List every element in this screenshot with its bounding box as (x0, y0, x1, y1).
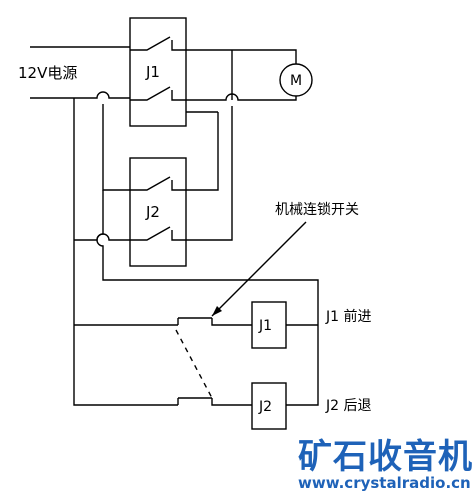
relay-j1-label: J1 (145, 63, 160, 81)
left-feeders (73, 98, 319, 406)
watermark-url: www.crystalradio.cn (298, 474, 471, 492)
forward-label: J1 前进 (325, 308, 372, 325)
watermark: 矿石收音机 www.crystalradio.cn (298, 437, 472, 492)
relay-j1 (129, 17, 187, 127)
coil-j1: J1 (251, 301, 318, 349)
watermark-name: 矿石收音机 (298, 437, 472, 477)
relay-j2-label: J2 (145, 203, 160, 221)
motor-wires (186, 49, 297, 241)
relay-j2 (129, 157, 187, 267)
coil-j1-label: J1 (258, 318, 272, 334)
motor-label: M (290, 73, 302, 89)
coil-j2-label: J2 (258, 399, 272, 415)
motor: M (279, 63, 313, 97)
interlock-label: 机械连锁开关 (275, 202, 359, 218)
interlock-switches (175, 317, 252, 406)
coil-j2: J2 (251, 382, 287, 430)
interlock-pointer (211, 221, 307, 317)
power-label: 12V电源 (18, 64, 77, 82)
reverse-label: J2 后退 (325, 398, 372, 414)
